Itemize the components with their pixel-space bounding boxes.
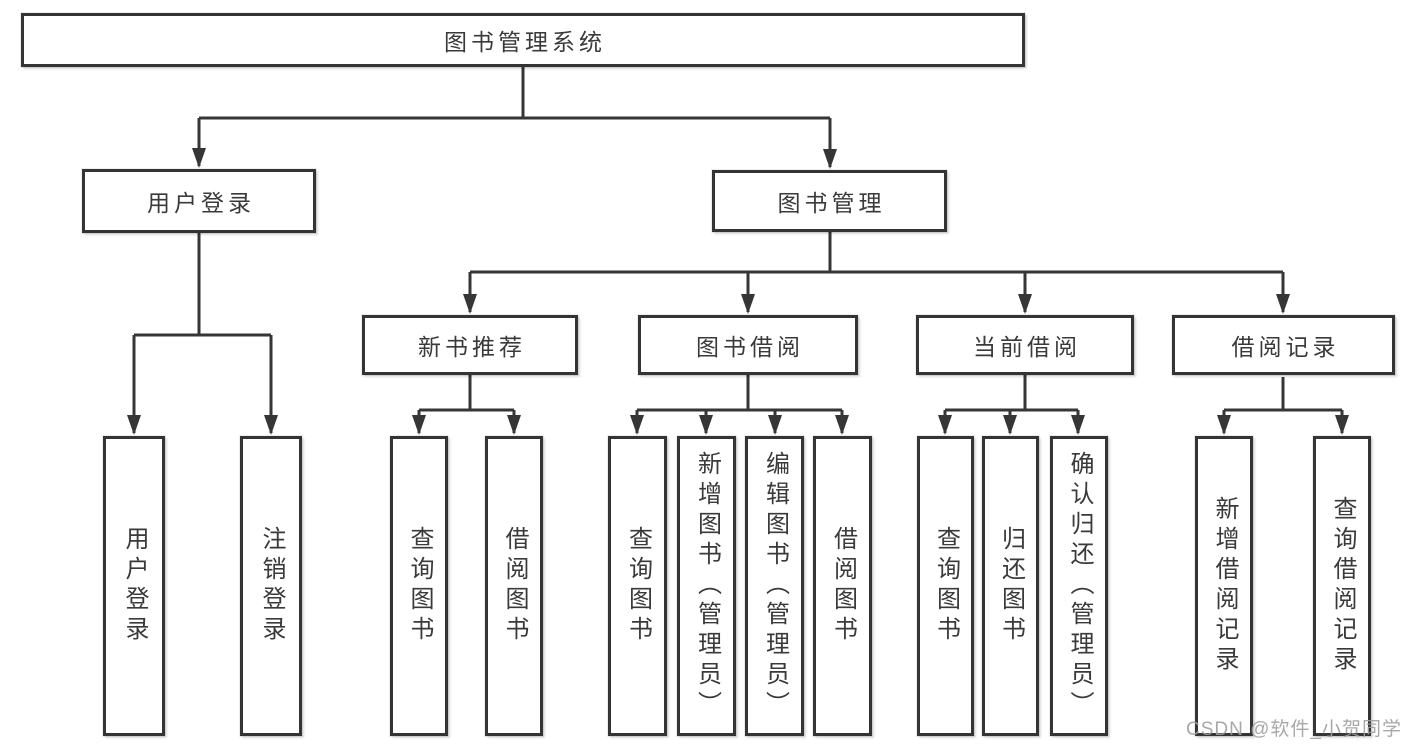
leaf-borrow-books-recommend: 借阅图书 <box>485 436 543 736</box>
node-book-borrowing: 图书借阅 <box>638 315 858 375</box>
node-new-book-recommend: 新书推荐 <box>362 315 578 375</box>
node-library-system: 图书管理系统 <box>21 13 1025 67</box>
node-book-management: 图书管理 <box>712 170 947 232</box>
leaf-return-books: 归还图书 <box>982 436 1039 736</box>
leaf-query-books-current: 查询图书 <box>917 436 974 736</box>
node-user-login: 用户登录 <box>82 169 316 233</box>
watermark: CSDN @软件_小贺同学 <box>1186 719 1402 740</box>
leaf-add-borrow-record: 新增借阅记录 <box>1195 436 1253 736</box>
leaf-logout: 注销登录 <box>240 436 302 736</box>
node-current-borrowing: 当前借阅 <box>916 315 1134 375</box>
leaf-query-books-borrow: 查询图书 <box>608 436 667 736</box>
leaf-confirm-return-admin: 确认归还（管理员） <box>1050 436 1108 736</box>
leaf-add-books-admin: 新增图书（管理员） <box>677 436 736 736</box>
leaf-query-books-recommend: 查询图书 <box>390 436 448 736</box>
leaf-edit-books-admin: 编辑图书（管理员） <box>745 436 804 736</box>
node-borrowing-records: 借阅记录 <box>1172 315 1395 375</box>
connector-group <box>127 67 1349 435</box>
leaf-borrow-books: 借阅图书 <box>813 436 872 736</box>
leaf-user-login: 用户登录 <box>103 436 165 736</box>
leaf-query-borrow-record: 查询借阅记录 <box>1313 436 1371 736</box>
